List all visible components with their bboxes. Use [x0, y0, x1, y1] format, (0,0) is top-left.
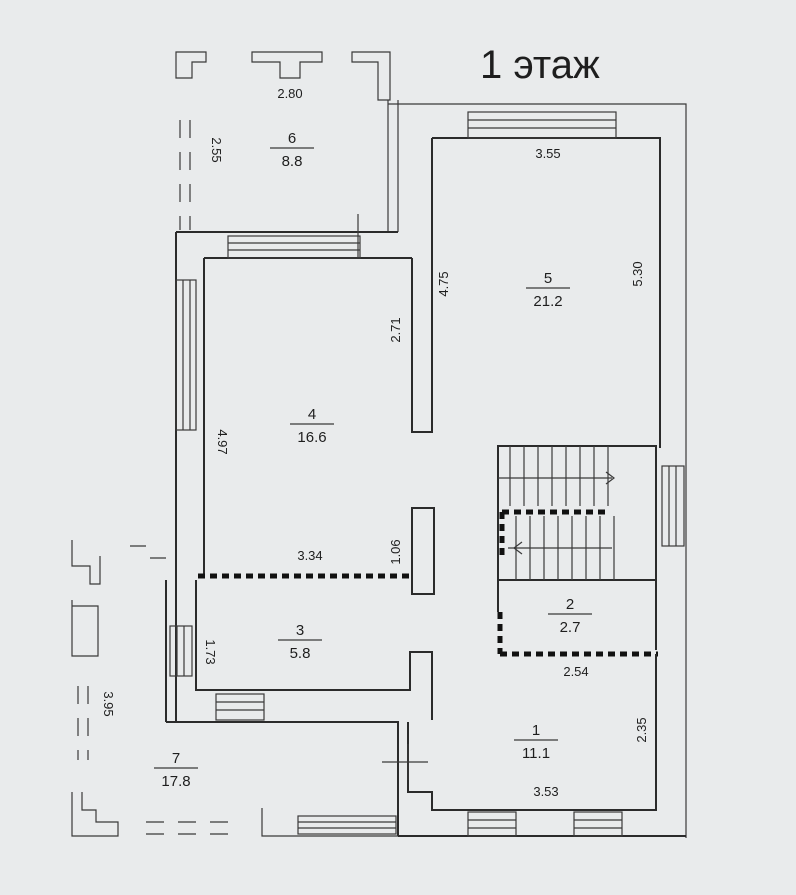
room-5-area: 21.2 [533, 293, 562, 310]
room-1-number: 1 [532, 722, 540, 739]
room-5-number: 5 [544, 270, 552, 287]
room-6-number: 6 [288, 130, 296, 147]
room-6-outline [175, 51, 399, 232]
room-1-area: 11.1 [522, 745, 550, 762]
dim-room7-height: 3.95 [101, 691, 116, 716]
room-2-number: 2 [566, 596, 574, 613]
room-7-area: 17.8 [161, 773, 190, 790]
room-4-area: 16.6 [297, 429, 326, 446]
dim-room4-gap: 1.06 [388, 539, 403, 564]
dim-room6-width: 2.80 [277, 86, 302, 101]
dim-room5-height-right: 5.30 [630, 261, 645, 286]
partition-post [411, 507, 435, 595]
room-7-number: 7 [172, 750, 180, 767]
room-3-outline [165, 580, 433, 836]
dim-room4-height: 4.97 [215, 429, 230, 454]
room-4-outline [175, 214, 412, 722]
room-2-outline [497, 580, 658, 657]
dim-room5-height-left: 4.75 [436, 271, 451, 296]
outer-wall-right [388, 103, 687, 838]
dim-room5-width: 3.55 [535, 146, 560, 161]
dim-room4-right: 2.71 [388, 317, 403, 342]
room-7-outline [71, 540, 398, 837]
room-1-outline [382, 654, 686, 837]
room-2-area: 2.7 [560, 619, 581, 636]
floor-title: 1 этаж [480, 43, 600, 87]
room-6-area: 8.8 [282, 153, 303, 170]
room-3-number: 3 [296, 622, 304, 639]
dim-room4-width: 3.34 [297, 548, 322, 563]
staircase [497, 445, 685, 581]
room-3-area: 5.8 [290, 645, 311, 662]
dim-room1-width: 3.53 [533, 784, 558, 799]
dim-room3-height: 1.73 [203, 639, 218, 664]
room-5-outline [411, 111, 661, 448]
dim-room6-height: 2.55 [209, 137, 224, 162]
dim-room1-height: 2.35 [634, 717, 649, 742]
dim-room2-width: 2.54 [563, 664, 588, 679]
room-4-number: 4 [308, 406, 316, 423]
